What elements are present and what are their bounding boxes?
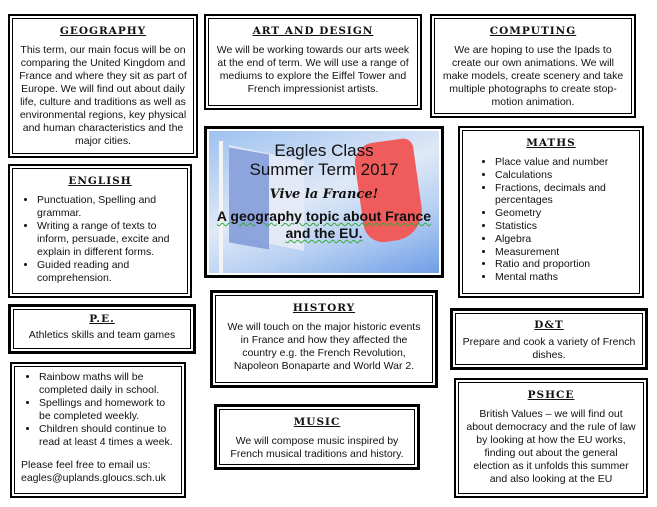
list-item: Guided reading and comprehension. — [37, 259, 181, 285]
art-box: ART AND DESIGN We will be working toward… — [204, 14, 422, 110]
pe-box: P.E. Athletics skills and team games — [8, 304, 196, 354]
dt-text: Prepare and cook a variety of French dis… — [462, 336, 636, 361]
flag-image: Eagles Class Summer Term 2017 Vive la Fr… — [209, 131, 439, 273]
computing-heading: COMPUTING — [489, 25, 577, 37]
info-box: Rainbow maths will be completed daily in… — [10, 362, 186, 498]
list-item: Measurement — [495, 246, 633, 259]
pshce-text: British Values – we will find out about … — [466, 408, 636, 485]
pe-heading: P.E. — [89, 313, 115, 325]
list-item: Writing a range of texts to inform, pers… — [37, 220, 181, 259]
topic-title: A geography topic about France and the E… — [216, 208, 432, 241]
email-link[interactable]: eagles@uplands.gloucs.sch.uk — [21, 472, 166, 484]
pe-text: Athletics skills and team games — [28, 329, 176, 341]
music-text: We will compose music inspired by French… — [230, 435, 404, 460]
motto: Vive la France! — [269, 187, 379, 202]
geography-box: GEOGRAPHY This term, our main focus will… — [8, 14, 198, 158]
dt-box: D&T Prepare and cook a variety of French… — [450, 308, 648, 370]
music-box: MUSIC We will compose music inspired by … — [214, 404, 420, 470]
list-item: Punctuation, Spelling and grammar. — [37, 194, 181, 220]
email-label: Please feel free to email us: — [21, 459, 151, 471]
term-title: Summer Term 2017 — [249, 160, 399, 179]
computing-text: We are hoping to use the Ipads to create… — [442, 44, 624, 108]
computing-box: COMPUTING We are hoping to use the Ipads… — [430, 14, 636, 118]
list-item: Geometry — [495, 207, 633, 220]
list-item: Children should continue to read at leas… — [39, 423, 175, 449]
list-item: Mental maths — [495, 271, 633, 284]
music-heading: MUSIC — [293, 416, 341, 428]
class-name: Eagles Class — [274, 141, 374, 160]
art-heading: ART AND DESIGN — [252, 25, 374, 37]
maths-heading: MATHS — [526, 137, 576, 149]
list-item: Rainbow maths will be completed daily in… — [39, 371, 175, 397]
list-item: Spellings and homework to be completed w… — [39, 397, 175, 423]
english-heading: ENGLISH — [68, 175, 132, 187]
geography-heading: GEOGRAPHY — [59, 25, 147, 37]
list-item: Place value and number — [495, 156, 633, 169]
list-item: Fractions, decimals and percentages — [495, 182, 633, 208]
list-item: Calculations — [495, 169, 633, 182]
pshce-heading: PSHCE — [527, 389, 575, 401]
list-item: Statistics — [495, 220, 633, 233]
list-item: Ratio and proportion — [495, 258, 633, 271]
dt-heading: D&T — [534, 319, 564, 331]
art-text: We will be working towards our arts week… — [216, 44, 410, 95]
geography-text: This term, our main focus will be on com… — [19, 44, 187, 147]
history-heading: HISTORY — [292, 302, 356, 314]
title-banner: Eagles Class Summer Term 2017 Vive la Fr… — [204, 126, 444, 278]
history-box: HISTORY We will touch on the major histo… — [210, 290, 438, 388]
english-box: ENGLISH Punctuation, Spelling and gramma… — [8, 164, 192, 298]
history-text: We will touch on the major historic even… — [227, 321, 421, 372]
list-item: Algebra — [495, 233, 633, 246]
maths-box: MATHS Place value and number Calculation… — [458, 126, 644, 298]
pshce-box: PSHCE British Values – we will find out … — [454, 378, 648, 498]
